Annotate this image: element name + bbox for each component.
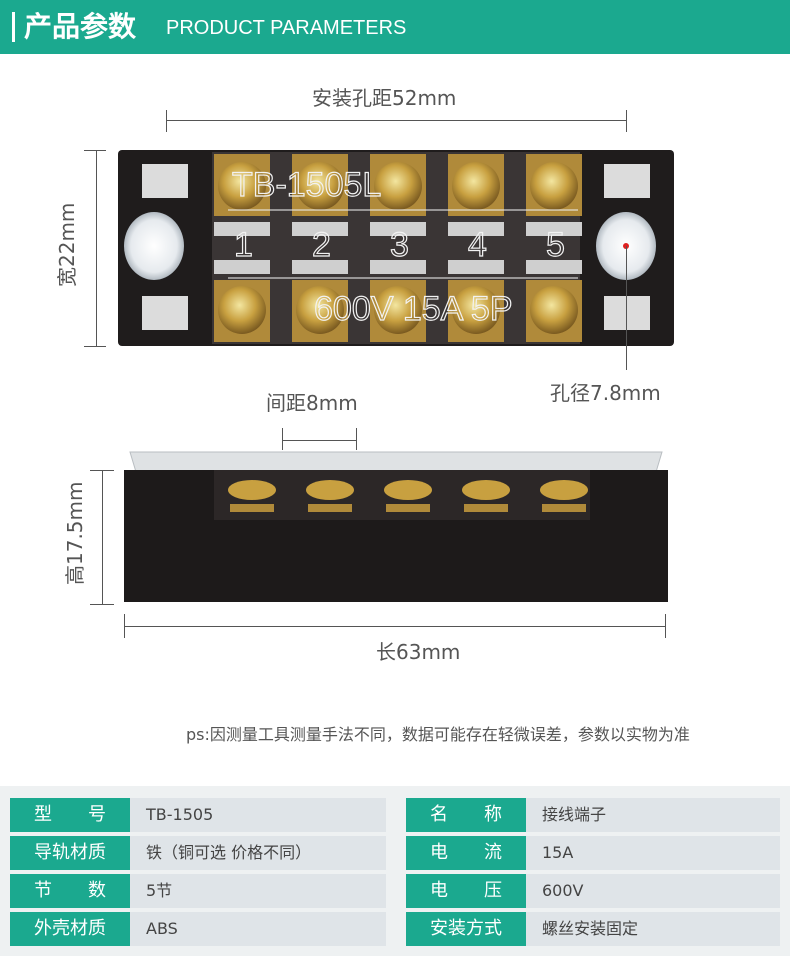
dim-line-height	[102, 470, 103, 604]
dim-width: 宽22mm	[55, 202, 79, 287]
dim-tick	[90, 470, 114, 471]
spec-row: 导轨材质 铁（铜可选 价格不同）	[10, 836, 386, 870]
terminal-number: 5	[546, 226, 565, 264]
dim-tick	[166, 110, 167, 132]
measurement-note: ps:因测量工具测量手法不同，数据可能存在轻微误差，参数以实物为准	[186, 725, 690, 744]
spec-label: 型 号	[10, 798, 130, 832]
spec-value: 5节	[130, 874, 386, 908]
spec-value: 螺丝安装固定	[526, 912, 780, 946]
terminal-number: 4	[468, 226, 487, 264]
spec-value: 铁（铜可选 价格不同）	[130, 836, 386, 870]
dim-pitch: 间距8mm	[266, 391, 358, 415]
header-accent-bar	[12, 12, 15, 42]
dim-tick	[90, 604, 114, 605]
spec-row: 电 流 15A	[406, 836, 780, 870]
spec-value: 600V	[526, 874, 780, 908]
spec-label: 名 称	[406, 798, 526, 832]
spec-value: TB-1505	[130, 798, 386, 832]
spec-value: ABS	[130, 912, 386, 946]
terminal-number: 3	[390, 226, 409, 264]
spec-row: 节 数 5节	[10, 874, 386, 908]
dim-tick	[665, 614, 666, 638]
dim-length: 长63mm	[376, 640, 461, 664]
spec-row: 电 压 600V	[406, 874, 780, 908]
spec-value: 接线端子	[526, 798, 780, 832]
spec-value: 15A	[526, 836, 780, 870]
spec-row: 名 称 接线端子	[406, 798, 780, 832]
dim-tick	[626, 110, 627, 132]
terminal-number: 1	[234, 226, 253, 264]
dim-hole-diameter: 孔径7.8mm	[550, 381, 661, 405]
dim-tick	[356, 428, 357, 450]
section-header: 产品参数 PRODUCT PARAMETERS	[0, 0, 790, 54]
terminal-top-view: TB-1505L 1 2 3 4 5 600V 15A 5P	[118, 150, 674, 346]
spec-row: 型 号 TB-1505	[10, 798, 386, 832]
dim-height: 高17.5mm	[63, 481, 87, 586]
dim-tick	[84, 150, 106, 151]
dim-line-length	[124, 626, 666, 627]
spec-label: 电 流	[406, 836, 526, 870]
spec-label: 节 数	[10, 874, 130, 908]
spec-label: 外壳材质	[10, 912, 130, 946]
model-print: TB-1505L	[232, 166, 381, 204]
dim-line-pitch	[282, 440, 356, 441]
section-title: 产品参数	[24, 10, 137, 43]
terminal-side-view	[124, 451, 668, 602]
dim-tick	[124, 614, 125, 638]
spec-label: 安装方式	[406, 912, 526, 946]
section-subtitle: PRODUCT PARAMETERS	[166, 17, 407, 39]
dim-line-mount-spacing	[166, 120, 626, 121]
dim-mount-hole-spacing: 安装孔距52mm	[312, 86, 457, 110]
spec-label: 导轨材质	[10, 836, 130, 870]
spec-row: 安装方式 螺丝安装固定	[406, 912, 780, 946]
dim-line-width	[96, 150, 97, 346]
terminal-number: 2	[312, 226, 331, 264]
dim-line-hole	[626, 246, 627, 370]
spec-label: 电 压	[406, 874, 526, 908]
dim-tick	[84, 346, 106, 347]
dim-tick	[282, 428, 283, 450]
spec-table: 型 号 TB-1505 导轨材质 铁（铜可选 价格不同） 节 数 5节 外壳材质…	[0, 786, 790, 956]
rating-print: 600V 15A 5P	[314, 290, 513, 328]
spec-row: 外壳材质 ABS	[10, 912, 386, 946]
